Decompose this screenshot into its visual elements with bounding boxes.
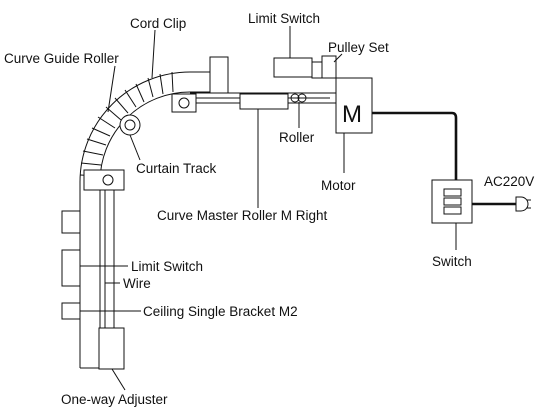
- wall-mount-upper: [61, 210, 81, 234]
- curve-segments: [79, 71, 174, 177]
- label-ac220v: AC220V: [484, 174, 534, 189]
- label-wire: Wire: [123, 276, 151, 291]
- roller-icon-2: [297, 93, 307, 103]
- track-outer-edge: [79, 71, 210, 368]
- one-way-adjuster: [98, 327, 125, 370]
- label-ceiling-bracket: Ceiling Single Bracket M2: [143, 304, 298, 319]
- wall-mount-lower: [61, 302, 81, 320]
- roller-icon: [290, 93, 300, 103]
- switch-button-2: [443, 197, 462, 206]
- label-curve-guide-roller: Curve Guide Roller: [4, 51, 119, 66]
- label-limit-switch-top: Limit Switch: [248, 11, 320, 26]
- limit-switch-side: [61, 249, 81, 287]
- top-bracket-right: [321, 55, 337, 79]
- switch-button-3: [443, 206, 462, 215]
- limit-switch-top: [273, 57, 313, 78]
- curve-roller-wheel: [178, 97, 190, 109]
- top-bracket-left: [209, 56, 229, 94]
- label-limit-switch-side: Limit Switch: [131, 259, 203, 274]
- plug-icon: [515, 196, 529, 212]
- side-bracket: [83, 169, 125, 191]
- label-curve-master-roller: Curve Master Roller M Right: [157, 208, 328, 223]
- curve-master-roller: [239, 93, 289, 110]
- power-cable: [372, 111, 458, 180]
- label-switch: Switch: [432, 254, 472, 269]
- track-inner-edge: [99, 91, 210, 368]
- label-curtain-track: Curtain Track: [136, 161, 217, 176]
- label-one-way-adjuster: One-way Adjuster: [61, 392, 168, 407]
- label-cord-clip: Cord Clip: [130, 16, 186, 31]
- motor-box: [335, 77, 373, 134]
- curve-guide-roller-icon: [119, 114, 141, 136]
- label-pulley-set: Pulley Set: [328, 40, 389, 55]
- curtain-track: [79, 71, 210, 369]
- leader-lines: [80, 26, 457, 391]
- curve-roller-block: [171, 93, 197, 113]
- switch-button-1: [443, 188, 462, 197]
- label-motor: Motor: [321, 178, 356, 193]
- label-roller: Roller: [279, 130, 315, 145]
- motor-letter: M: [342, 101, 362, 128]
- side-bracket-hole: [102, 174, 114, 186]
